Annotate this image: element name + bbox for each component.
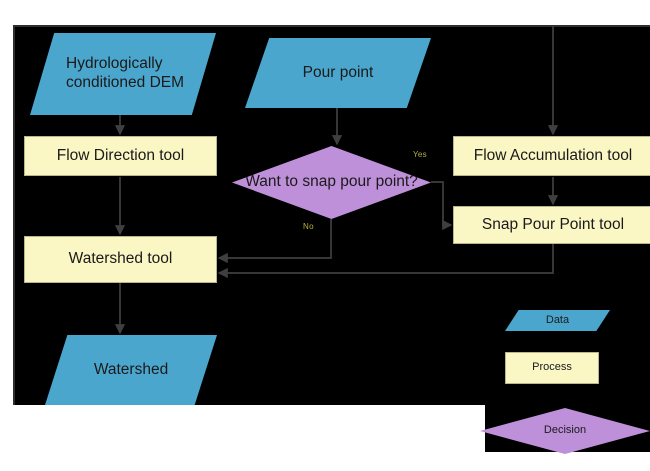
node-hydrologically-conditioned-dem[interactable]: Hydrologically conditioned DEM bbox=[30, 33, 216, 115]
legend-data-shape: Data bbox=[505, 310, 610, 331]
node-watershed[interactable]: Watershed bbox=[45, 335, 217, 405]
legend-process-shape: Process bbox=[505, 352, 599, 384]
node-flow-accumulation-tool[interactable]: Flow Accumulation tool bbox=[453, 136, 650, 176]
edge-label-no: No bbox=[303, 222, 314, 231]
node-watershed-tool[interactable]: Watershed tool bbox=[24, 236, 217, 283]
edge-label-yes: Yes bbox=[413, 150, 427, 159]
node-pour-point[interactable]: Pour point bbox=[245, 38, 431, 108]
node-flow-direction-tool[interactable]: Flow Direction tool bbox=[24, 136, 217, 176]
node-snap-pour-point-tool[interactable]: Snap Pour Point tool bbox=[453, 206, 650, 244]
